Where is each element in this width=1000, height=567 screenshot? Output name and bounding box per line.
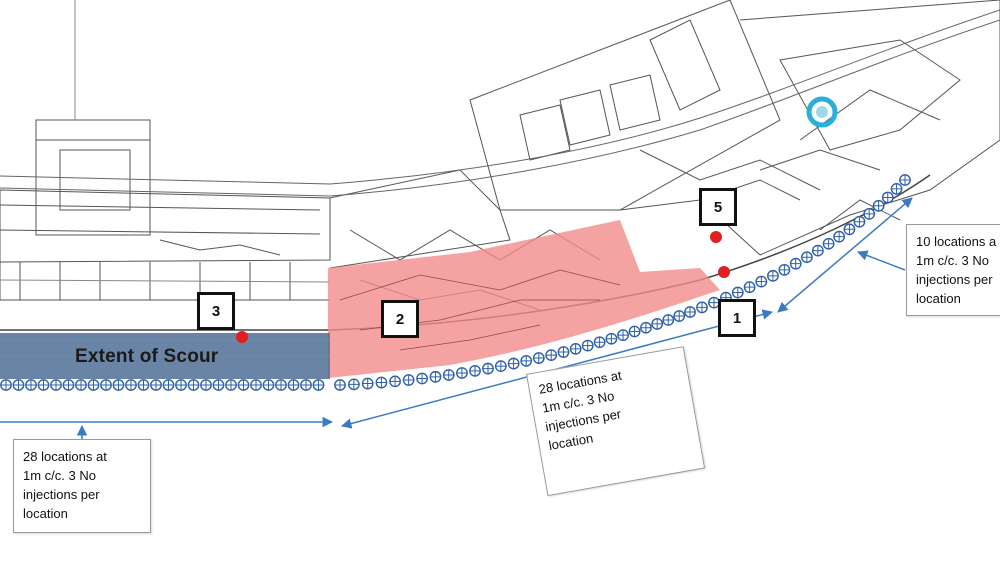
injection-point-cross [891, 183, 902, 194]
injection-point-cross [238, 380, 249, 390]
injection-point-cross [263, 380, 274, 390]
red-point [236, 331, 248, 343]
injection-point-cross [276, 380, 286, 390]
injection-point-cross [176, 380, 186, 390]
leader-right [857, 250, 906, 271]
red-point [710, 231, 722, 243]
injection-point-cross [38, 380, 49, 390]
injection-point-cross [201, 380, 211, 390]
injection-point-cross [1, 380, 11, 390]
marker-3: 3 [197, 292, 235, 330]
injection-point-cross [708, 297, 719, 308]
red-point [718, 266, 730, 278]
injection-point-cross [313, 380, 324, 390]
injection-point-cross [63, 380, 74, 390]
scour-label: Extent of Scour [75, 346, 219, 367]
injection-point-cross [151, 380, 161, 390]
callout-left: 28 locations at 1m c/c. 3 No injections … [13, 439, 151, 533]
injection-point-cross [900, 175, 910, 185]
injection-point-cross [732, 287, 743, 298]
injection-point-cross [13, 380, 24, 390]
injection-point-cross [301, 380, 311, 390]
injection-point-cross [126, 380, 136, 390]
injection-point-cross [213, 380, 224, 390]
injection-point-cross [101, 380, 111, 390]
injection-point-cross [188, 380, 199, 390]
injection-point-cross [26, 380, 36, 390]
injection-point-cross [226, 380, 236, 390]
injection-point-cross [756, 276, 767, 287]
injection-point-cross [138, 380, 149, 390]
injection-point-cross [113, 380, 124, 390]
marker-5: 5 [699, 188, 737, 226]
injection-point-cross [251, 380, 261, 390]
marker-1: 1 [718, 299, 756, 337]
injection-point-cross [767, 270, 778, 281]
injection-point-cross [744, 282, 755, 293]
injection-point-cross [76, 380, 86, 390]
injection-point-cross [88, 380, 99, 390]
callout-right: 10 locations a 1m c/c. 3 No injections p… [906, 224, 1000, 316]
marker-2: 2 [381, 300, 419, 338]
injection-point-cross [288, 380, 299, 390]
extent-arrow-right [777, 197, 913, 313]
cyan-ring-marker [806, 96, 838, 128]
injection-point-cross [163, 380, 174, 390]
injection-point-cross [51, 380, 61, 390]
